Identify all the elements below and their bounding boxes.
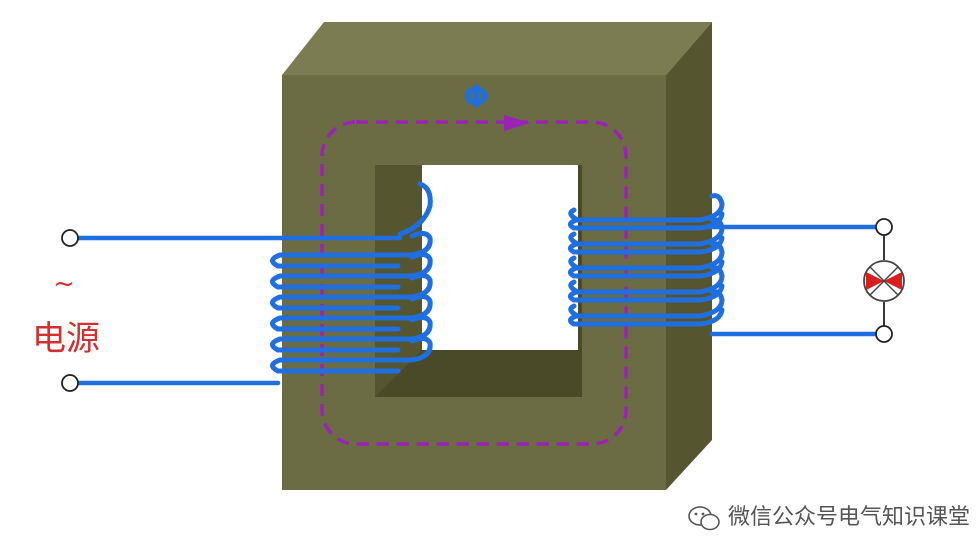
source-terminal-bottom[interactable] xyxy=(61,374,79,392)
primary-coil-turn xyxy=(270,251,433,290)
secondary-coil-turn xyxy=(568,265,725,303)
core-top-face xyxy=(282,22,712,75)
lamp-icon xyxy=(863,260,905,302)
secondary-leads xyxy=(703,224,879,337)
wechat-icon xyxy=(688,506,720,531)
core-side-face xyxy=(666,22,712,490)
flux-symbol: Φ xyxy=(463,80,489,115)
secondary-coil-front xyxy=(573,211,725,231)
secondary-coil-front xyxy=(573,307,725,327)
load-terminal-top[interactable] xyxy=(875,218,893,236)
secondary-coil-turn xyxy=(568,289,725,327)
secondary-coil xyxy=(568,193,725,327)
secondary-coil-turn xyxy=(568,193,725,231)
primary-coil-turn xyxy=(270,230,433,269)
secondary-coil-turn xyxy=(568,241,725,279)
secondary-coil-front xyxy=(573,259,725,279)
flux-arrow-icon xyxy=(504,115,530,131)
watermark: 微信公众号电气知识课堂 xyxy=(688,505,970,531)
primary-coil-turn xyxy=(270,314,433,353)
primary-coil xyxy=(270,181,433,374)
secondary-coil-turn xyxy=(568,217,725,255)
primary-leads xyxy=(75,235,403,386)
primary-coil-turn xyxy=(270,293,433,332)
primary-coil-turn xyxy=(270,272,433,311)
source-terminal-top[interactable] xyxy=(61,229,79,247)
secondary-coil-front xyxy=(573,283,725,303)
watermark-text: 微信公众号电气知识课堂 xyxy=(728,505,970,530)
load-terminal-bottom[interactable] xyxy=(875,325,893,343)
source-ac-symbol: ~ xyxy=(53,269,75,299)
secondary-coil-front xyxy=(573,235,725,255)
primary-coil-top-lead xyxy=(397,181,433,237)
source-label: 电源 xyxy=(32,319,100,359)
primary-coil-turn xyxy=(270,335,433,374)
